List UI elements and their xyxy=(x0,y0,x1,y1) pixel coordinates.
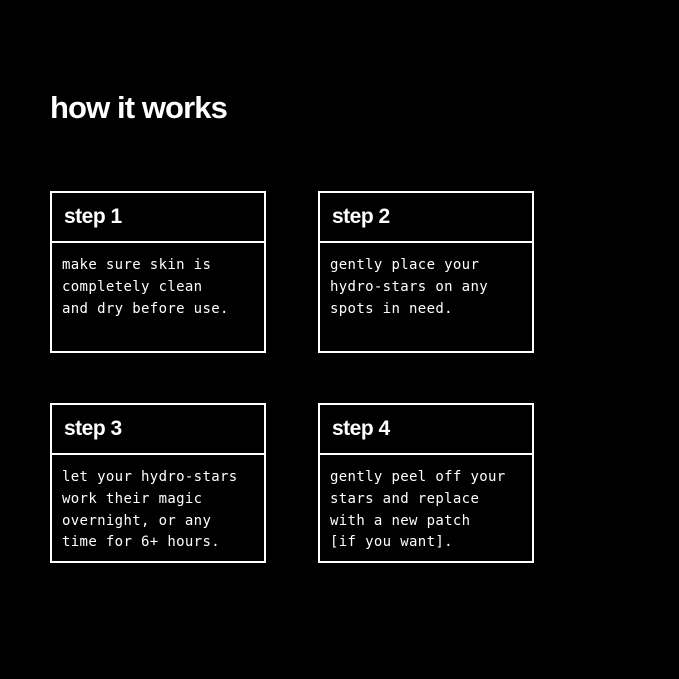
step-card-1-text: make sure skin is completely clean and d… xyxy=(62,257,229,317)
step-card-3-header: step 3 xyxy=(52,405,264,455)
step-card-4-header: step 4 xyxy=(320,405,532,455)
steps-grid: step 1 make sure skin is completely clea… xyxy=(50,191,534,563)
step-card-2: step 2 gently place your hydro-stars on … xyxy=(318,191,534,353)
step-card-4-body: gently peel off your stars and replace w… xyxy=(320,455,532,561)
step-card-2-title: step 2 xyxy=(332,205,390,228)
step-card-1-header: step 1 xyxy=(52,193,264,243)
step-card-2-body: gently place your hydro-stars on any spo… xyxy=(320,243,532,351)
step-card-4-text: gently peel off your stars and replace w… xyxy=(330,469,506,551)
step-card-3-text: let your hydro-stars work their magic ov… xyxy=(62,469,238,551)
step-card-1: step 1 make sure skin is completely clea… xyxy=(50,191,266,353)
step-card-1-body: make sure skin is completely clean and d… xyxy=(52,243,264,351)
page-title: how it works xyxy=(50,89,228,125)
step-card-1-title: step 1 xyxy=(64,205,122,228)
step-card-3-title: step 3 xyxy=(64,417,122,440)
step-card-4: step 4 gently peel off your stars and re… xyxy=(318,403,534,563)
step-card-3-body: let your hydro-stars work their magic ov… xyxy=(52,455,264,561)
step-card-2-header: step 2 xyxy=(320,193,532,243)
step-card-3: step 3 let your hydro-stars work their m… xyxy=(50,403,266,563)
step-card-2-text: gently place your hydro-stars on any spo… xyxy=(330,257,489,317)
step-card-4-title: step 4 xyxy=(332,417,390,440)
